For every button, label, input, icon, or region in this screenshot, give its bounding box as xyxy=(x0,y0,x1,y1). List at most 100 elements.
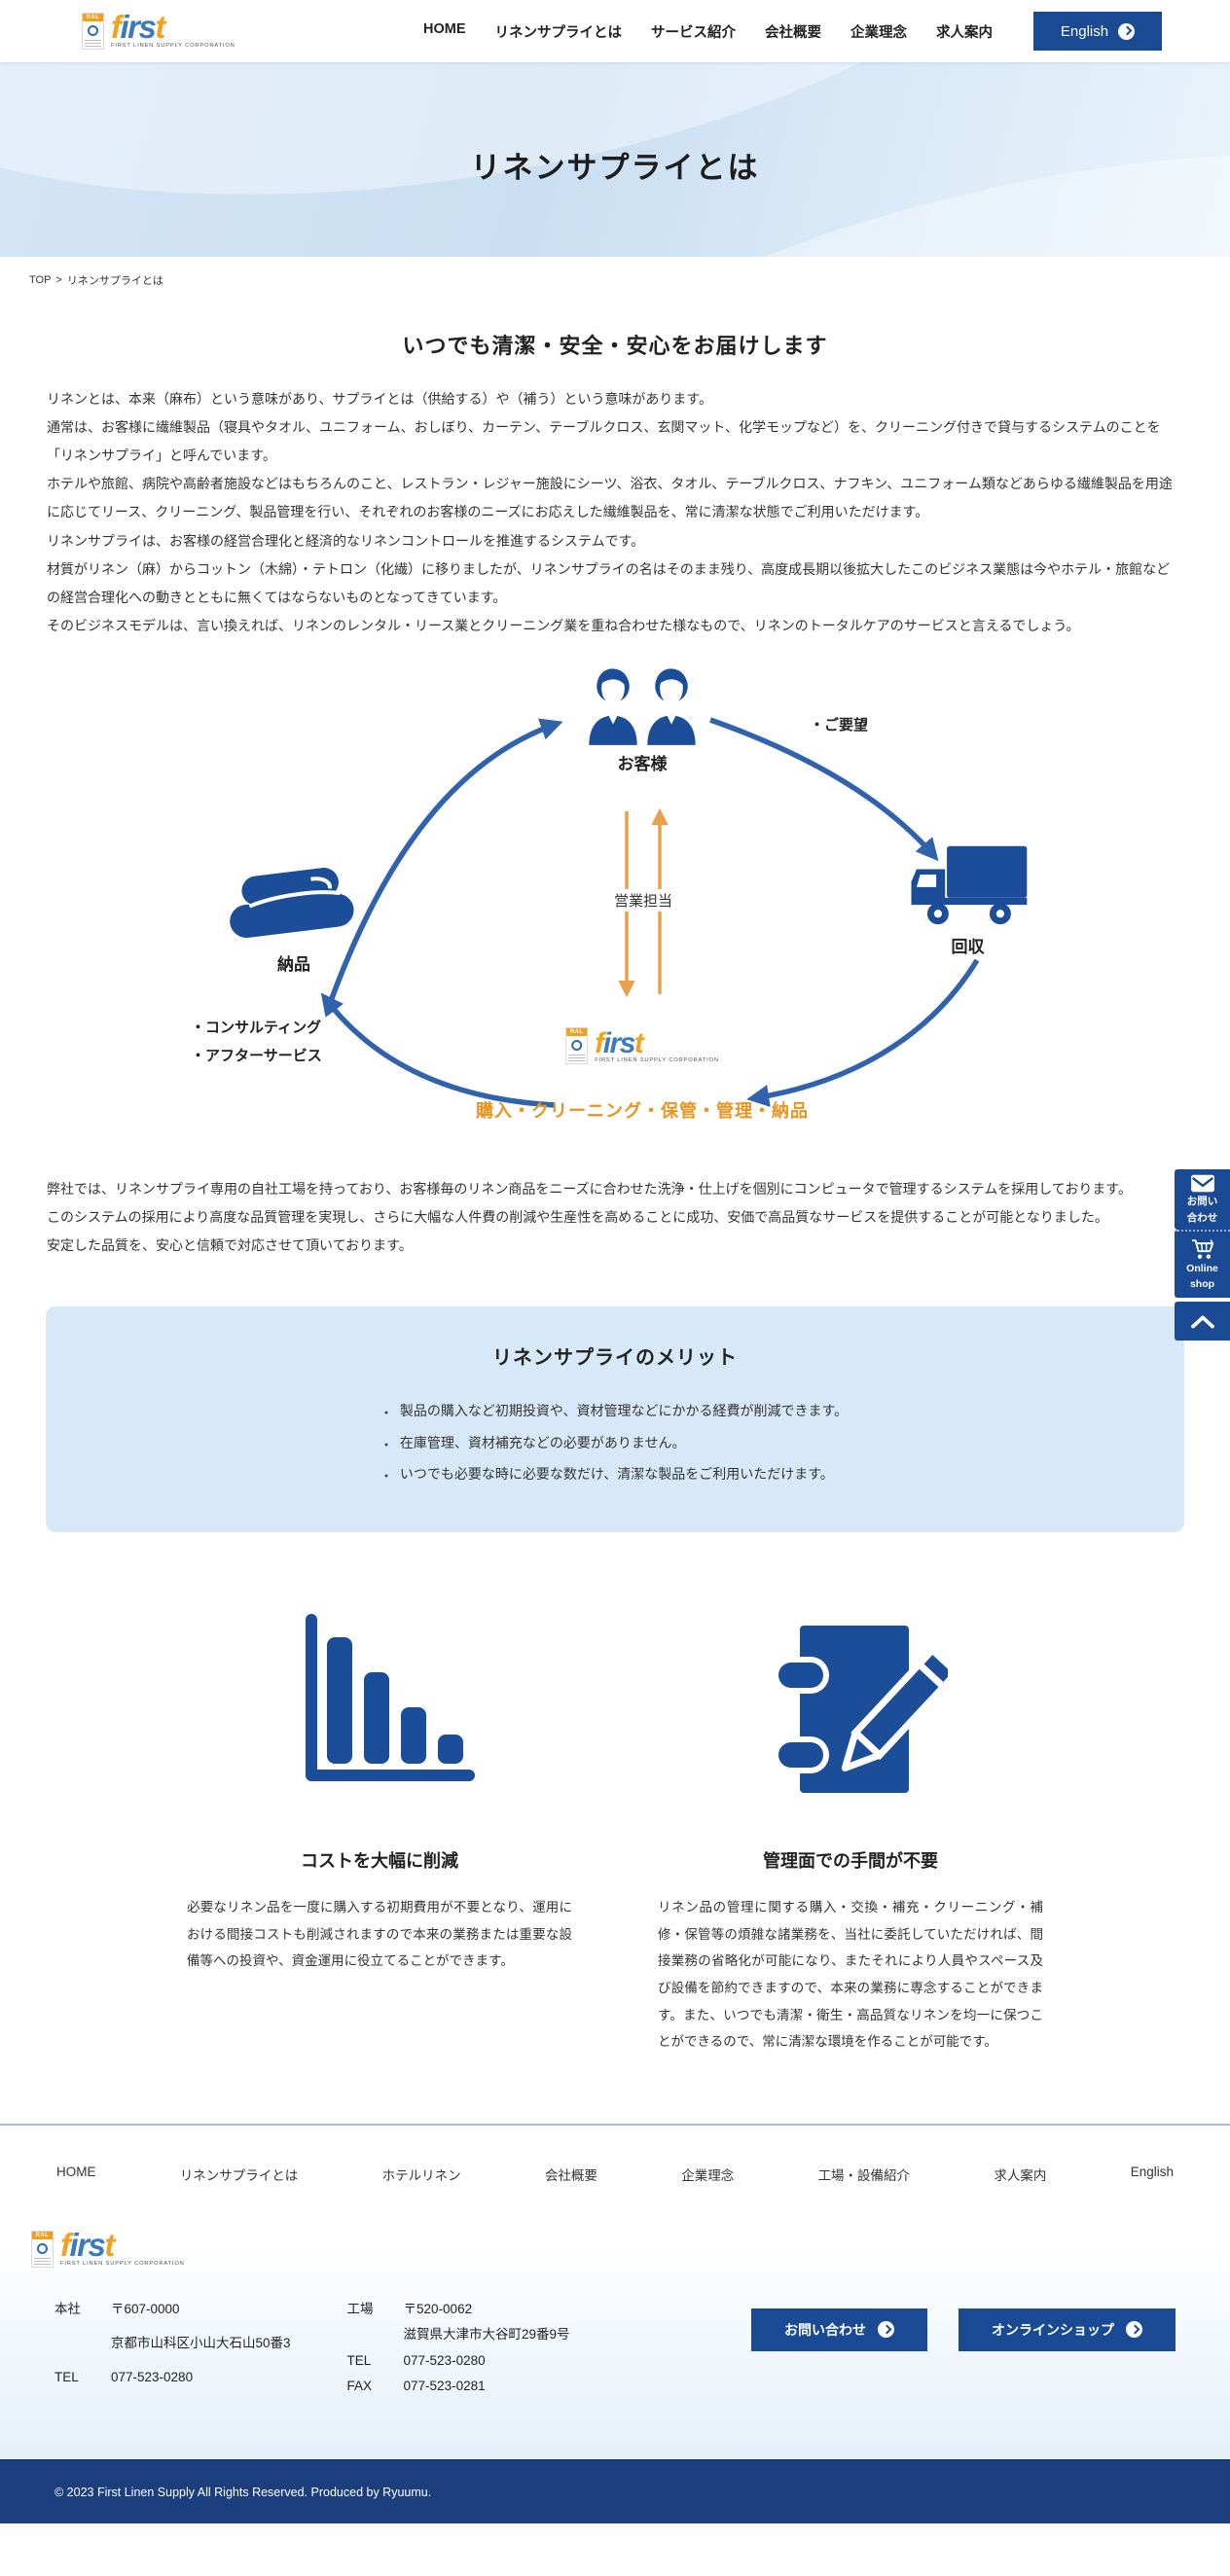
footer-nav-linen-supply[interactable]: リネンサプライとは xyxy=(179,2167,299,2183)
header-logo[interactable]: RAL first FIRST LINEN SUPPLY CORPORATION xyxy=(82,9,235,50)
fax-label: FAX xyxy=(346,2378,373,2393)
footer-nav-recruit[interactable]: 求人案内 xyxy=(994,2167,1047,2183)
notebook-pencil-icon xyxy=(773,1625,948,1793)
intro-heading: いつでも清潔・安全・安心をお届けします xyxy=(402,334,828,358)
feature-text: 必要なリネン品を一度に購入する初期費用が不要となり、運用における間接コストも削減… xyxy=(187,1899,572,1969)
process-label: 購入・クリーニング・保管・管理・納品 xyxy=(476,1100,809,1121)
request-label: ・ご要望 xyxy=(810,716,869,733)
back-to-top-button[interactable] xyxy=(1175,1302,1230,1341)
logo-subtitle: FIRST LINEN SUPPLY CORPORATION xyxy=(111,43,235,50)
feature-title: コストを大幅に削減 xyxy=(301,1850,458,1871)
nav-philosophy[interactable]: 企業理念 xyxy=(850,24,907,41)
online-shop-button[interactable]: オンラインショップ xyxy=(959,2308,1176,2351)
intro-paragraph: ホテルや旅館、病院や高齢者施設などはもちろんのこと、レストラン・レジャー施設にシ… xyxy=(47,476,1173,520)
head-office: 本社 〒607-0000 京都市山科区小山大石山50番3 TEL 077-523… xyxy=(54,2297,291,2399)
diagram-first-logo: RAL first FIRST LINEN SUPPLY CORPORATION xyxy=(565,1026,719,1064)
footer-nav: HOME リネンサプライとは ホテルリネン 会社概要 企業理念 工場・設備紹介 … xyxy=(0,2126,1230,2184)
factory-paragraph: このシステムの採用により高度な品質管理を実現し、さらに大幅な人件費の削減や生産性… xyxy=(47,1209,1108,1226)
office-label: 本社 xyxy=(54,2301,81,2316)
office-address: 滋賀県大津市大谷町29番9号 xyxy=(403,2327,570,2343)
intro-paragraph: 通常は、お客様に繊維製品（寝具やタオル、ユニフォーム、おしぼり、カーテン、テーブ… xyxy=(47,419,1161,464)
factory-office: 工場 〒520-0062 滋賀県大津市大谷町29番9号 TEL 077-523-… xyxy=(347,2297,570,2399)
intro-paragraph: 材質がリネン（麻）からコットン（木綿）・テトロン（化繊）に移りましたが、リネンサ… xyxy=(47,560,1171,605)
nav-linen-supply[interactable]: リネンサプライとは xyxy=(494,24,623,41)
tel-number: 077-523-0280 xyxy=(111,2370,194,2385)
sales-rep-label: 営業担当 xyxy=(611,888,675,912)
footer-nav-home[interactable]: HOME xyxy=(56,2164,96,2179)
footer-nav-hotel-linen[interactable]: ホテルリネン xyxy=(381,2167,461,2183)
intro-paragraph: リネンサプライは、お客様の経営合理化と経済的なリネンコントロールを推進するシステ… xyxy=(47,532,645,549)
office-address: 京都市山科区小山大石山50番3 xyxy=(111,2335,291,2350)
arrow-customer-to-collection xyxy=(709,717,939,862)
after-service-label: ・アフターサービス xyxy=(191,1048,322,1065)
bar-chart-icon xyxy=(306,1613,475,1781)
envelope-icon xyxy=(1190,1175,1214,1193)
copyright-bar: © 2023 First Linen Supply All Rights Res… xyxy=(0,2459,1230,2524)
intro-paragraph: リネンとは、本来（麻布）という意味があり、サプライとは（供給する）や（補う）とい… xyxy=(47,391,713,407)
floating-side-rail: お問い 合わせ Online shop xyxy=(1175,1169,1230,1341)
person-icon xyxy=(589,668,637,745)
feature-title: 管理面での手間が不要 xyxy=(763,1850,938,1871)
fax-number: 077-523-0281 xyxy=(403,2378,486,2393)
shopping-cart-icon xyxy=(1191,1238,1213,1259)
merits-panel: リネンサプライのメリット 製品の購入など初期投資や、資材管理などにかかる経費が削… xyxy=(46,1306,1184,1532)
site-header: RAL first FIRST LINEN SUPPLY CORPORATION… xyxy=(0,0,1230,62)
footer-logo[interactable]: RAL first FIRST LINEN SUPPLY CORPORATION xyxy=(0,2184,1230,2268)
intro-paragraphs: リネンとは、本来（麻布）という意味があり、サプライとは（供給する）や（補う）とい… xyxy=(0,360,1230,640)
page-title: リネンサプライとは xyxy=(470,151,760,185)
delivery-label: 納品 xyxy=(277,954,310,974)
footer-nav-english[interactable]: English xyxy=(1130,2164,1174,2179)
tel-label: TEL xyxy=(54,2370,79,2385)
office-label: 工場 xyxy=(346,2301,374,2316)
footer-nav-company[interactable]: 会社概要 xyxy=(544,2167,597,2183)
diagram-collection: 回収 xyxy=(897,842,1038,957)
footer-buttons: お問い合わせ オンラインショップ xyxy=(751,2308,1176,2399)
copyright-text: © 2023 First Linen Supply All Rights Res… xyxy=(54,2486,432,2500)
consulting-label: ・コンサルティング xyxy=(191,1019,322,1036)
main-nav: HOME リネンサプライとは サービス紹介 会社概要 企業理念 求人案内 xyxy=(423,21,993,42)
chevron-up-icon xyxy=(1190,1314,1214,1328)
tel-label: TEL xyxy=(346,2352,372,2368)
diagram-customer: お客様 xyxy=(586,665,699,774)
logo-wordmark: first xyxy=(111,9,165,46)
tel-number: 077-523-0280 xyxy=(403,2352,486,2368)
breadcrumb-top[interactable]: TOP xyxy=(29,274,52,286)
floating-contact-button[interactable]: お問い 合わせ xyxy=(1175,1169,1230,1230)
contact-button[interactable]: お問い合わせ xyxy=(751,2308,927,2351)
breadcrumb-separator: > xyxy=(55,274,62,286)
merit-item: 在庫管理、資材補充などの必要がありません。 xyxy=(382,1427,848,1458)
chevron-right-circle-icon xyxy=(1126,2321,1142,2339)
footer-nav-factory[interactable]: 工場・設備紹介 xyxy=(817,2167,911,2183)
feature-text: リネン品の管理に関する購入・交換・補充・クリーニング・補修・保管等の煩雑な諸業務… xyxy=(658,1899,1043,2050)
footer-info: 本社 〒607-0000 京都市山科区小山大石山50番3 TEL 077-523… xyxy=(0,2268,1230,2399)
factory-paragraph: 安定した品質を、安心と信頼で対応させて頂いております。 xyxy=(47,1237,413,1254)
arrow-first-to-delivery xyxy=(320,992,556,1108)
intro-paragraph: そのビジネスモデルは、言い換えれば、リネンのレンタル・リース業とクリーニング業を… xyxy=(47,617,1080,633)
merits-heading: リネンサプライのメリット xyxy=(492,1347,738,1370)
factory-paragraphs: 弊社では、リネンサプライ専用の自社工場を持っており、お客様毎のリネン商品をニーズ… xyxy=(0,1136,1230,1260)
badge-ral-label: RAL xyxy=(83,14,103,21)
footer-nav-philosophy[interactable]: 企業理念 xyxy=(681,2167,735,2183)
customer-label: お客様 xyxy=(617,754,668,773)
folded-linen-icon xyxy=(230,868,354,939)
diagram-delivery: 納品 xyxy=(211,860,377,975)
office-postal: 〒520-0062 xyxy=(403,2301,473,2316)
breadcrumb: TOP > リネンサプライとは xyxy=(0,257,1230,288)
merit-item: いつでも必要な時に必要な数だけ、清潔な製品をご利用いただけます。 xyxy=(382,1458,848,1489)
main-content: いつでも清潔・安全・安心をお届けします リネンとは、本来（麻布）という意味があり… xyxy=(0,329,1230,2056)
english-button[interactable]: English xyxy=(1033,12,1162,51)
chevron-right-circle-icon xyxy=(1118,22,1136,40)
feature-cost-reduction: コストを大幅に削減 必要なリネン品を一度に購入する初期費用が不要となり、運用にお… xyxy=(187,1608,572,2056)
floating-online-shop-button[interactable]: Online shop xyxy=(1175,1230,1230,1298)
nav-services[interactable]: サービス紹介 xyxy=(651,24,736,41)
features-section: コストを大幅に削減 必要なリネン品を一度に購入する初期費用が不要となり、運用にお… xyxy=(0,1608,1230,2056)
nav-recruit[interactable]: 求人案内 xyxy=(936,24,993,41)
nav-company[interactable]: 会社概要 xyxy=(765,24,821,41)
customers-icon xyxy=(586,665,699,745)
office-postal: 〒607-0000 xyxy=(111,2301,180,2316)
breadcrumb-current: リネンサプライとは xyxy=(66,275,163,287)
linen-supply-cycle-diagram: お客様 ・ご要望 納品 回収 xyxy=(128,665,1102,1136)
nav-home[interactable]: HOME xyxy=(423,20,466,37)
truck-icon xyxy=(910,845,1027,925)
person-icon xyxy=(647,668,696,745)
